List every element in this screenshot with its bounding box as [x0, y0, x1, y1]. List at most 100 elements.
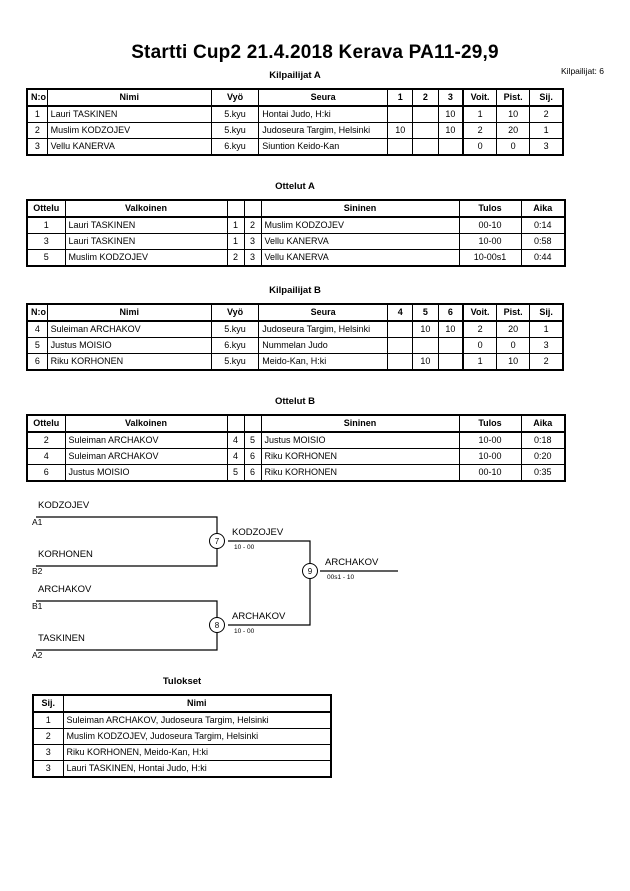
col-name: Nimi — [46, 303, 212, 322]
pool-a-table: N:o Nimi Vyö Seura 1 2 3 Voit. Pist. Sij… — [26, 88, 564, 156]
cell-m6 — [437, 337, 464, 354]
cell-belt: 5.kyu — [210, 122, 260, 139]
cell-time: 0:44 — [520, 249, 566, 267]
col-result: Tulos — [458, 199, 522, 218]
bracket-match-node — [209, 617, 225, 633]
table-row: 1 Lauri TASKINEN 1 2 Muslim KODZOJEV 00-… — [26, 216, 566, 234]
cell-belt: 5.kyu — [210, 320, 260, 338]
pool-b-caption: Kilpailijat B — [269, 285, 321, 296]
table-row: 4 Suleiman ARCHAKOV 4 6 Riku KORHONEN 10… — [26, 448, 566, 465]
bracket-entrant-seed: A1 — [32, 517, 43, 527]
table-row: 1 Lauri TASKINEN 5.kyu Hontai Judo, H:ki… — [26, 105, 564, 123]
cell-belt: 6.kyu — [210, 138, 260, 156]
cell-result: 00-10 — [458, 216, 522, 234]
cell-no: 5 — [26, 337, 48, 354]
col-points: Pist. — [495, 303, 531, 322]
table-row: 3 Lauri TASKINEN, Hontai Judo, H:ki — [32, 760, 332, 778]
cell-name: Lauri TASKINEN, Hontai Judo, H:ki — [62, 760, 332, 778]
bracket-match-number: 9 — [308, 567, 313, 576]
results-caption: Tulokset — [162, 676, 202, 687]
col-m4: 4 — [387, 303, 414, 322]
cell-club: Meido-Kan, H:ki — [258, 353, 389, 371]
cell-match-no: 5 — [26, 249, 66, 267]
cell-rank: 1 — [529, 122, 564, 139]
pool-a-caption: Kilpailijat A — [269, 70, 321, 81]
cell-name: Justus MOISIO — [46, 337, 212, 354]
cell-white-no: 1 — [226, 233, 245, 250]
col-m3: 3 — [437, 88, 464, 107]
bracket-match-number: 8 — [215, 621, 220, 630]
table-row: 3 Lauri TASKINEN 1 3 Vellu KANERVA 10-00… — [26, 233, 566, 250]
bracket-final-node — [302, 563, 318, 579]
cell-white-no: 2 — [226, 249, 245, 267]
table-row: 6 Justus MOISIO 5 6 Riku KORHONEN 00-10 … — [26, 464, 566, 482]
cell-blue: Riku KORHONEN — [260, 448, 460, 465]
cell-name: Muslim KODZOJEV — [46, 122, 212, 139]
cell-m1 — [387, 138, 414, 156]
table-row: 3 Riku KORHONEN, Meido-Kan, H:ki — [32, 744, 332, 761]
cell-blue-no: 6 — [243, 464, 262, 482]
cell-white-no: 4 — [226, 448, 245, 465]
bracket-entrant-seed: B1 — [32, 601, 43, 611]
cell-points: 20 — [495, 320, 531, 338]
cell-blue: Justus MOISIO — [260, 431, 460, 449]
col-white: Valkoinen — [64, 414, 228, 433]
cell-m2 — [412, 105, 439, 123]
cell-wins: 1 — [462, 353, 497, 371]
table-row: 5 Justus MOISIO 6.kyu Nummelan Judo 0 0 … — [26, 337, 564, 354]
cell-rank: 2 — [32, 728, 64, 745]
table-row: 5 Muslim KODZOJEV 2 3 Vellu KANERVA 10-0… — [26, 249, 566, 267]
col-points: Pist. — [495, 88, 531, 107]
table-header-row: N:o Nimi Vyö Seura 1 2 3 Voit. Pist. Sij… — [26, 88, 564, 107]
cell-blue: Vellu KANERVA — [260, 233, 460, 250]
cell-m4 — [387, 320, 414, 338]
cell-result: 10-00 — [458, 431, 522, 449]
col-time: Aika — [520, 199, 566, 218]
cell-match-no: 2 — [26, 431, 66, 449]
cell-m6: 10 — [437, 320, 464, 338]
cell-match-no: 4 — [26, 448, 66, 465]
col-white: Valkoinen — [64, 199, 228, 218]
cell-m1: 10 — [387, 122, 414, 139]
matches-a-table: Ottelu Valkoinen Sininen Tulos Aika 1 La… — [26, 199, 566, 267]
page-title: Startti Cup2 21.4.2018 Kerava PA11-29,9 — [131, 42, 499, 63]
cell-rank: 3 — [32, 760, 64, 778]
table-header-row: N:o Nimi Vyö Seura 4 5 6 Voit. Pist. Sij… — [26, 303, 564, 322]
bracket-entrant-name: TASKINEN — [38, 633, 85, 644]
cell-white: Lauri TASKINEN — [64, 233, 228, 250]
cell-m1 — [387, 105, 414, 123]
bracket-match-score: 10 - 00 — [234, 628, 255, 635]
cell-rank: 1 — [529, 320, 564, 338]
cell-blue-no: 5 — [243, 431, 262, 449]
table-row: 2 Muslim KODZOJEV 5.kyu Judoseura Targim… — [26, 122, 564, 139]
cell-wins: 2 — [462, 320, 497, 338]
cell-club: Hontai Judo, H:ki — [258, 105, 389, 123]
cell-time: 0:35 — [520, 464, 566, 482]
col-name: Nimi — [46, 88, 212, 107]
cell-white: Justus MOISIO — [64, 464, 228, 482]
bracket-match-score: 10 - 00 — [234, 544, 255, 551]
bracket-entrant-name: ARCHAKOV — [38, 584, 92, 595]
cell-wins: 0 — [462, 138, 497, 156]
results-table: Sij. Nimi 1 Suleiman ARCHAKOV, Judoseura… — [32, 694, 332, 778]
matches-b-caption: Ottelut B — [274, 396, 316, 407]
cell-m2 — [412, 122, 439, 139]
cell-club: Nummelan Judo — [258, 337, 389, 354]
cell-no: 4 — [26, 320, 48, 338]
col-blue-no — [243, 199, 262, 218]
cell-rank: 1 — [32, 711, 64, 729]
cell-points: 0 — [495, 337, 531, 354]
cell-blue: Muslim KODZOJEV — [260, 216, 460, 234]
cell-m3: 10 — [437, 122, 464, 139]
cell-m3 — [437, 138, 464, 156]
cell-no: 6 — [26, 353, 48, 371]
cell-m5: 10 — [412, 320, 439, 338]
cell-white: Muslim KODZOJEV — [64, 249, 228, 267]
col-white-no — [226, 199, 245, 218]
matches-a-caption: Ottelut A — [275, 181, 315, 192]
cell-m5 — [412, 337, 439, 354]
cell-wins: 1 — [462, 105, 497, 123]
cell-white: Suleiman ARCHAKOV — [64, 431, 228, 449]
cell-no: 2 — [26, 122, 48, 139]
table-header-row: Ottelu Valkoinen Sininen Tulos Aika — [26, 414, 566, 433]
